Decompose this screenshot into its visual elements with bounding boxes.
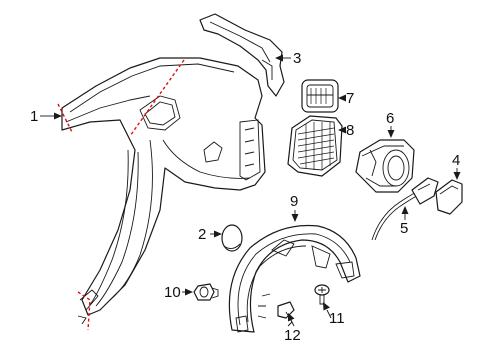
large-vent-grille[interactable] [287,115,343,177]
fuel-door-panel[interactable] [435,179,463,215]
wheel-house-liner[interactable] [228,224,361,333]
push-rivet[interactable] [277,301,295,327]
callout-4: 4 [452,152,460,169]
callout-5: 5 [400,220,408,237]
callout-11: 11 [329,310,345,327]
leader-lines [40,54,461,327]
clip-fastener[interactable] [193,283,219,301]
fuel-door-cable[interactable] [371,177,439,241]
fuel-filler-housing[interactable] [355,139,415,193]
callout-1: 1 [30,108,38,125]
callout-12: 12 [284,327,301,344]
callout-10: 10 [164,284,181,301]
upper-bracket[interactable] [199,13,285,97]
callout-8: 8 [346,122,354,139]
screw-fastener[interactable] [314,284,330,305]
quarter-panel[interactable] [57,57,266,331]
callout-2: 2 [198,226,206,243]
callout-3: 3 [293,50,301,67]
small-vent-grille[interactable] [301,79,339,113]
callout-6: 6 [386,110,394,127]
fuel-filler-door[interactable] [221,224,243,252]
callout-labels: 1 2 3 4 5 6 7 8 9 10 11 12 [30,50,460,344]
callout-9: 9 [290,193,298,210]
callout-7: 7 [346,90,354,107]
